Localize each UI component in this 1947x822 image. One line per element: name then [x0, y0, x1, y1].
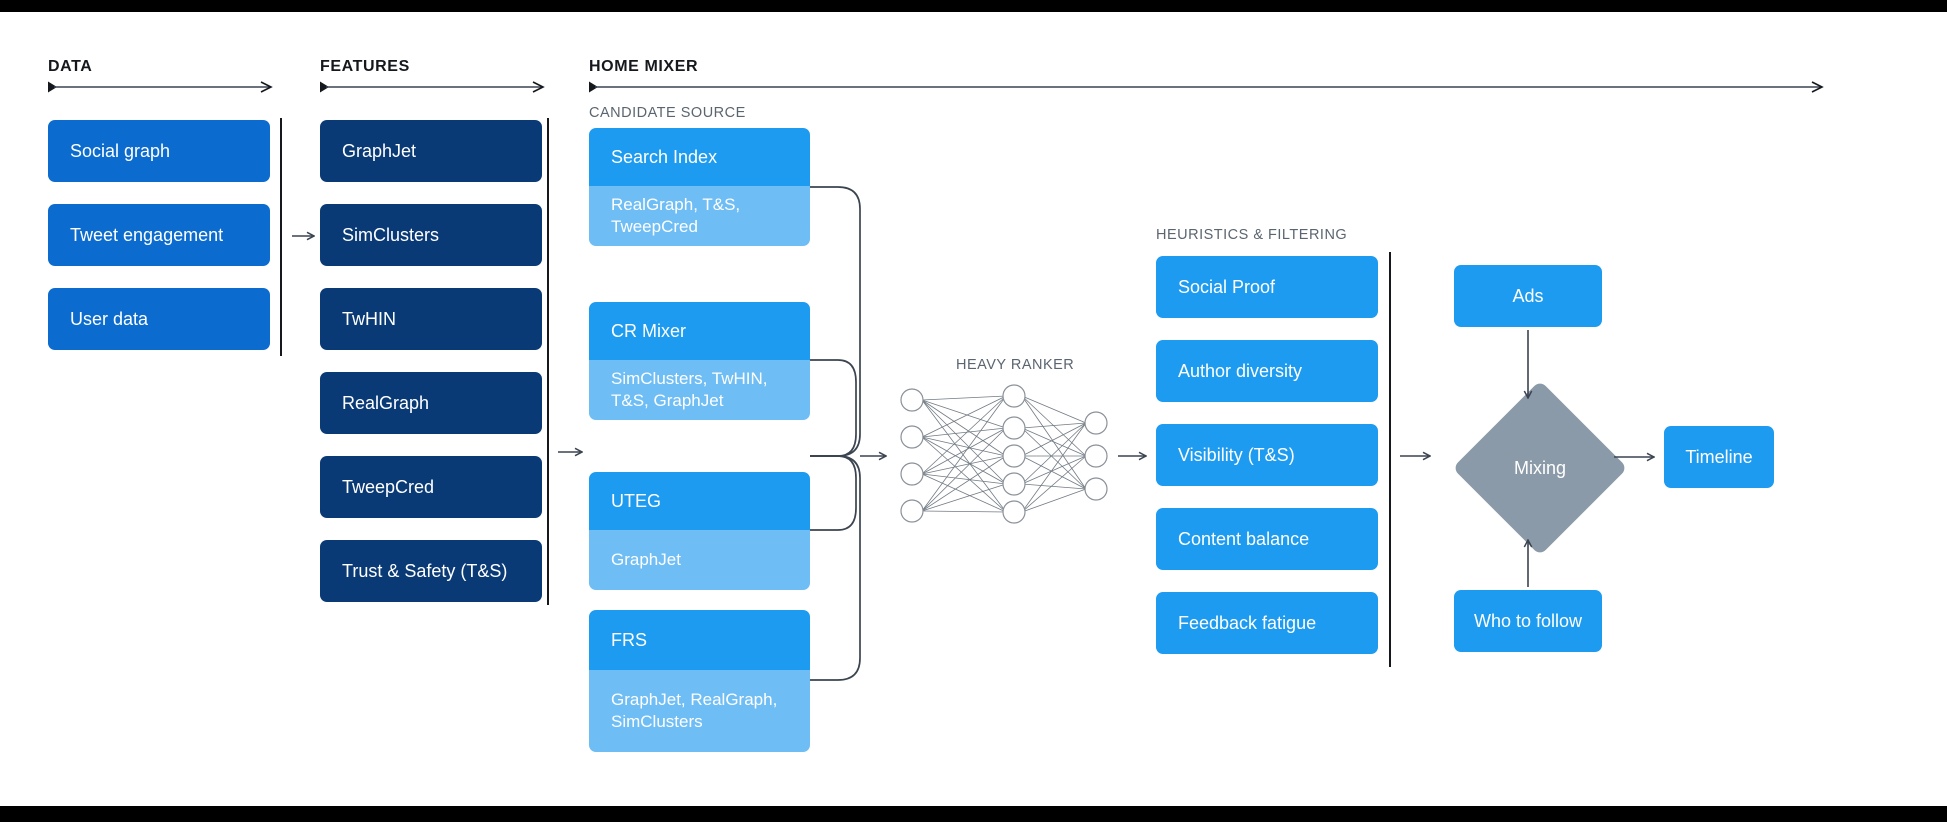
feature-item-label: RealGraph — [342, 392, 430, 413]
mixing-input-ads[interactable]: Ads — [1454, 265, 1602, 327]
candidate-source-frs[interactable]: FRS GraphJet, RealGraph, SimClusters — [589, 610, 810, 752]
candidate-source-title: Search Index — [589, 128, 810, 186]
data-item-tweet-engagement[interactable]: Tweet engagement — [48, 204, 270, 266]
heavy-ranker-network — [900, 384, 1108, 524]
mixing-input-label: Ads — [1512, 285, 1544, 306]
feature-item-label: TwHIN — [342, 308, 396, 329]
data-item-label: User data — [70, 308, 149, 329]
mixing-input-label: Who to follow — [1473, 610, 1583, 631]
divider-data-column — [280, 118, 282, 356]
feature-item-trust-safety[interactable]: Trust & Safety (T&S) — [320, 540, 542, 602]
data-item-label: Social graph — [70, 140, 171, 161]
heuristic-item-label: Visibility (T&S) — [1178, 444, 1295, 465]
candidate-source-uteg[interactable]: UTEG GraphJet — [589, 472, 810, 590]
data-item-social-graph[interactable]: Social graph — [48, 120, 270, 182]
candidate-source-features: GraphJet — [589, 530, 810, 590]
heuristic-item-label: Content balance — [1178, 528, 1310, 549]
stage-axis-data — [48, 80, 273, 94]
feature-item-label: Trust & Safety (T&S) — [342, 560, 508, 581]
letterbox-top — [0, 0, 1947, 12]
heuristic-item-label: Feedback fatigue — [1178, 612, 1317, 633]
heuristic-item-feedback-fatigue[interactable]: Feedback fatigue — [1156, 592, 1378, 654]
stage-label-home-mixer: HOME MIXER — [589, 58, 699, 75]
heuristic-item-content-balance[interactable]: Content balance — [1156, 508, 1378, 570]
candidate-source-features: RealGraph, T&S, TweepCred — [589, 186, 810, 246]
heuristic-item-label: Author diversity — [1178, 360, 1303, 381]
mixing-output-timeline[interactable]: Timeline — [1664, 426, 1774, 488]
candidate-source-cr-mixer[interactable]: CR Mixer SimClusters, TwHIN, T&S, GraphJ… — [589, 302, 810, 420]
candidate-source-title: CR Mixer — [589, 302, 810, 360]
sublabel-heavy-ranker: HEAVY RANKER — [956, 357, 1075, 373]
sublabel-candidate-source: CANDIDATE SOURCE — [589, 105, 746, 121]
feature-item-realgraph[interactable]: RealGraph — [320, 372, 542, 434]
candidate-source-title: FRS — [589, 610, 810, 670]
candidate-merge-bracket — [810, 186, 861, 681]
feature-item-twhin[interactable]: TwHIN — [320, 288, 542, 350]
letterbox-bottom — [0, 806, 1947, 822]
candidate-source-features: SimClusters, TwHIN, T&S, GraphJet — [589, 360, 810, 420]
feature-item-simclusters[interactable]: SimClusters — [320, 204, 542, 266]
feature-item-label: GraphJet — [342, 140, 417, 161]
data-item-label: Tweet engagement — [70, 224, 224, 245]
candidate-source-features: GraphJet, RealGraph, SimClusters — [589, 670, 810, 752]
candidate-source-search-index[interactable]: Search Index RealGraph, T&S, TweepCred — [589, 128, 810, 246]
stage-label-features: FEATURES — [320, 58, 410, 75]
feature-item-tweepcred[interactable]: TweepCred — [320, 456, 542, 518]
stage-label-data: DATA — [48, 58, 93, 75]
heuristic-item-social-proof[interactable]: Social Proof — [1156, 256, 1378, 318]
sublabel-heuristics: HEURISTICS & FILTERING — [1156, 227, 1348, 243]
feature-item-label: TweepCred — [342, 476, 435, 497]
divider-heuristics-column — [1389, 252, 1391, 667]
feature-item-graphjet[interactable]: GraphJet — [320, 120, 542, 182]
divider-features-column — [547, 118, 549, 605]
stage-axis-home-mixer — [589, 80, 1824, 94]
stage-axis-features — [320, 80, 545, 94]
candidate-source-title: UTEG — [589, 472, 810, 530]
feature-item-label: SimClusters — [342, 224, 440, 245]
mixing-output-label: Timeline — [1685, 446, 1753, 467]
mixing-input-who-to-follow[interactable]: Who to follow — [1454, 590, 1602, 652]
data-item-user-data[interactable]: User data — [48, 288, 270, 350]
heuristic-item-visibility[interactable]: Visibility (T&S) — [1156, 424, 1378, 486]
mixing-diamond[interactable] — [1452, 380, 1628, 556]
heuristic-item-author-diversity[interactable]: Author diversity — [1156, 340, 1378, 402]
heuristic-item-label: Social Proof — [1178, 276, 1276, 297]
